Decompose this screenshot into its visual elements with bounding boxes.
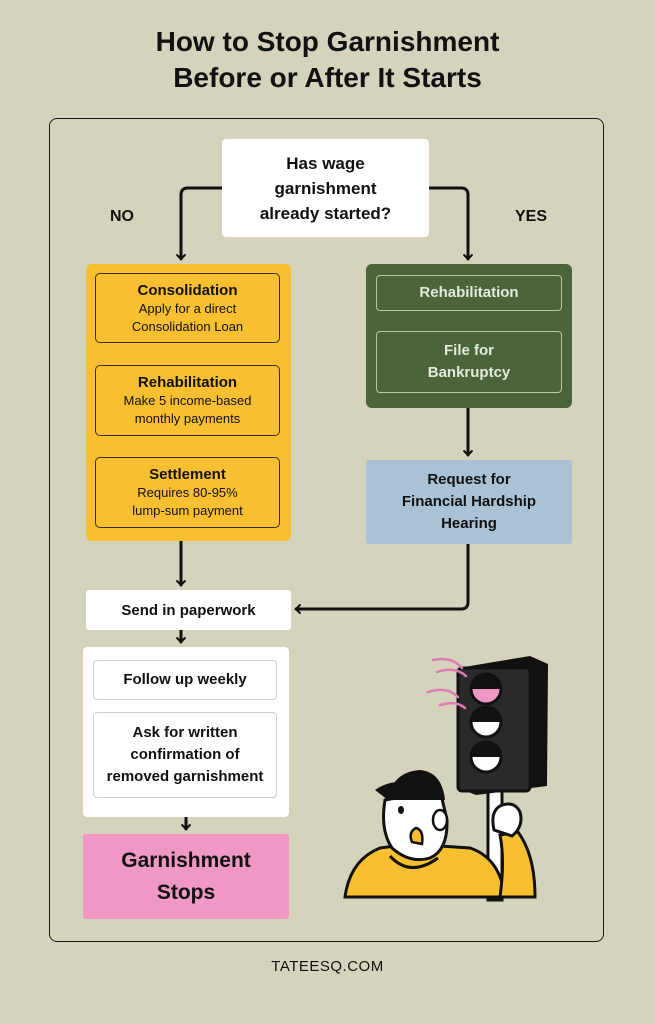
question-line-3: already started?: [259, 203, 392, 223]
traffic-light-icon: [456, 656, 548, 795]
option-detail: Consolidation Loan: [131, 318, 244, 334]
written-confirmation: Ask for written confirmation of removed …: [93, 712, 277, 798]
option-rehabilitation: Rehabilitation Make 5 income-based month…: [95, 365, 280, 436]
arrow-no-branch: [181, 186, 224, 261]
option-heading: Settlement: [149, 466, 226, 483]
flowchart-frame: [49, 118, 604, 942]
paperwork-box: Send in paperwork: [86, 590, 291, 630]
option-rehabilitation-yes: Rehabilitation: [376, 275, 562, 311]
result-line-1: Garnishment: [121, 848, 251, 872]
option-detail: lump-sum payment: [132, 503, 243, 518]
hardship-line-3: Hearing: [441, 515, 497, 532]
option-settlement: Settlement Requires 80-95% lump-sum paym…: [95, 457, 280, 528]
confirmation-line-2: confirmation of: [130, 746, 240, 763]
option-heading: Consolidation: [137, 281, 238, 299]
follow-up-panel: [83, 647, 289, 817]
option-detail: Make 5 income-based: [123, 393, 252, 408]
option-bankruptcy-line-2: Bankruptcy: [427, 364, 511, 381]
result-box: Garnishment Stops: [83, 834, 289, 919]
arrow-yes-branch: [427, 186, 468, 261]
title-line-1: How to Stop Garnishment: [155, 26, 500, 57]
hardship-hearing-box: Request for Financial Hardship Hearing: [366, 460, 572, 544]
option-detail: Apply for a direct: [138, 300, 237, 316]
branch-label-yes: YES: [515, 208, 548, 225]
result-line-2: Stops: [156, 880, 216, 904]
footer-site: TATEESQ.COM: [271, 958, 384, 975]
question-line-2: garnishment: [274, 178, 377, 198]
question-box: Has wage garnishment already started?: [222, 139, 429, 237]
title-line-2: Before or After It Starts: [173, 62, 482, 93]
whistle-icon: [409, 826, 424, 846]
person-arm: [498, 830, 537, 899]
option-detail: Requires 80-95%: [137, 485, 238, 500]
arrow-to-paperwork-right: [294, 542, 470, 609]
option-consolidation: Consolidation Apply for a direct Consoli…: [95, 273, 280, 343]
follow-up-weekly: Follow up weekly: [93, 660, 277, 700]
option-bankruptcy-line-1: File for: [443, 342, 494, 359]
no-path-panel: [86, 264, 291, 541]
branch-label-no: NO: [110, 208, 134, 225]
confirmation-line-3: removed garnishment: [106, 768, 264, 785]
option-detail: monthly payments: [134, 411, 241, 426]
page-title: How to Stop Garnishment Before or After …: [0, 24, 655, 96]
question-line-1: Has wage: [286, 153, 365, 173]
confirmation-line-1: Ask for written: [132, 724, 238, 741]
option-bankruptcy: File for Bankruptcy: [376, 331, 562, 393]
hardship-line-1: Request for: [427, 471, 511, 488]
yes-path-panel: [366, 264, 572, 408]
person-hand: [491, 802, 523, 838]
hardship-line-2: Financial Hardship: [401, 493, 537, 510]
option-heading: Rehabilitation: [137, 374, 238, 391]
signal-rays: [426, 657, 468, 710]
